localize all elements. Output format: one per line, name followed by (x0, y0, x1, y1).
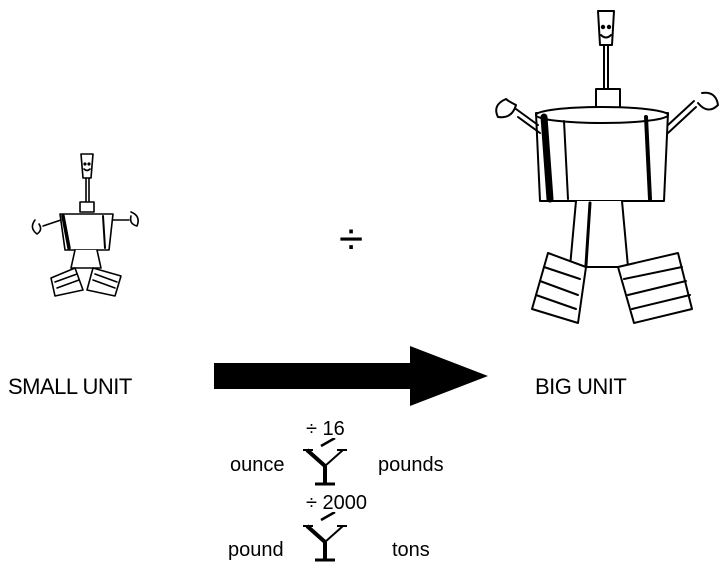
conversion-to: pounds (378, 454, 444, 476)
division-symbol: ÷ (339, 215, 364, 264)
y-arrow-icon (303, 512, 347, 562)
right-arrow-icon (214, 346, 488, 406)
big-unit-label: BIG UNIT (535, 374, 627, 399)
y-arrow-icon (303, 438, 347, 486)
big-robot-icon (495, 10, 719, 324)
small-unit-label: SMALL UNIT (8, 374, 132, 399)
conversion-from: pound (228, 539, 284, 561)
small-robot-icon (31, 153, 139, 297)
conversion-to: tons (392, 539, 430, 561)
conversion-operator: ÷ 16 (306, 418, 345, 440)
conversion-from: ounce (230, 454, 285, 476)
conversion-operator: ÷ 2000 (306, 492, 368, 514)
